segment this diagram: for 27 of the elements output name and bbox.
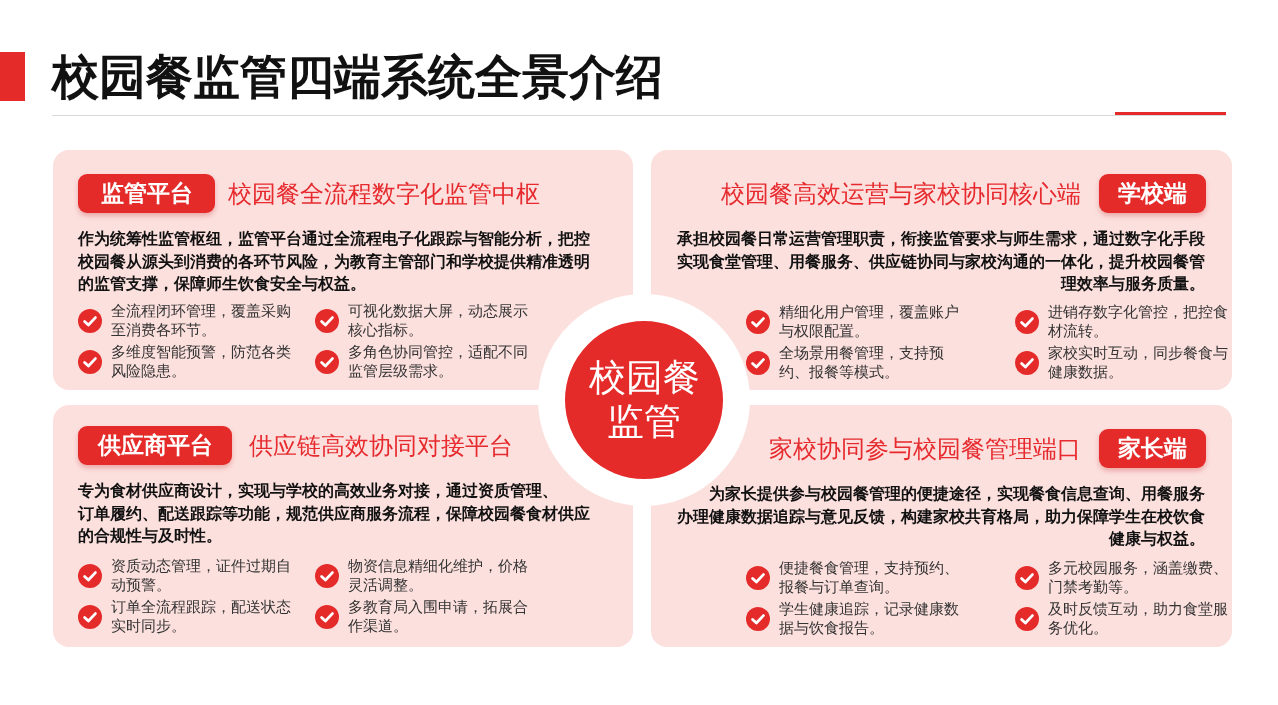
feature-text: 进销存数字化管控，把控食材流转。	[1048, 303, 1229, 340]
card-heading: 供应链高效协同对接平台	[249, 431, 513, 461]
feature-text: 多角色协同管控，适配不同监管层级需求。	[348, 343, 529, 380]
feature-text: 便捷餐食管理，支持预约、报餐与订单查询。	[779, 559, 960, 596]
feature-text: 多元校园服务，涵盖缴费、门禁考勤等。	[1048, 559, 1229, 596]
feature-text: 家校实时互动，同步餐食与健康数据。	[1048, 344, 1229, 381]
feature-text: 多教育局入围申请，拓展合作渠道。	[348, 598, 529, 635]
feature-text: 资质动态管理，证件过期自动预警。	[111, 557, 292, 594]
section-tag: 监管平台	[78, 174, 215, 213]
section-tag: 家长端	[1099, 429, 1206, 468]
page-title: 校园餐监管四端系统全景介绍	[52, 49, 663, 105]
feature-text: 订单全流程跟踪，配送状态实时同步。	[111, 598, 292, 635]
section-tag: 学校端	[1099, 174, 1206, 213]
feature-text: 及时反馈互动，助力食堂服务优化。	[1048, 600, 1229, 637]
feature-text: 全流程闭环管理，覆盖采购至消费各环节。	[111, 302, 292, 339]
description-text: 承担校园餐日常运营管理职责，衔接监管要求与师生需求，通过数字化手段实现食堂管理、用餐服务、供应链协同与家校沟通的一体化，提升校园餐管理效率与服务质量。	[676, 228, 1205, 295]
feature-text: 学生健康追踪，记录健康数据与饮食报告。	[779, 600, 960, 637]
section-tag: 供应商平台	[78, 426, 232, 465]
feature-text: 全场景用餐管理，支持预约、报餐等模式。	[779, 344, 945, 381]
feature-text: 多维度智能预警，防范各类风险隐患。	[111, 343, 292, 380]
description-text: 作为统筹性监管枢纽，监管平台通过全流程电子化跟踪与智能分析，把控校园餐从源头到消费的各环节风险，为教育主管部门和学校提供精准透明的监管支撑，保障师生饮食安全与权益。	[78, 228, 591, 295]
card-heading: 校园餐高效运营与家校协同核心端	[721, 179, 1081, 209]
card-heading: 家校协同参与校园餐管理端口	[769, 434, 1081, 464]
feature-text: 精细化用户管理，覆盖账户与权限配置。	[779, 303, 960, 340]
card-heading: 校园餐全流程数字化监管中枢	[228, 179, 540, 209]
feature-text: 可视化数据大屏，动态展示核心指标。	[348, 302, 529, 339]
feature-text: 物资信息精细化维护，价格灵活调整。	[348, 557, 529, 594]
